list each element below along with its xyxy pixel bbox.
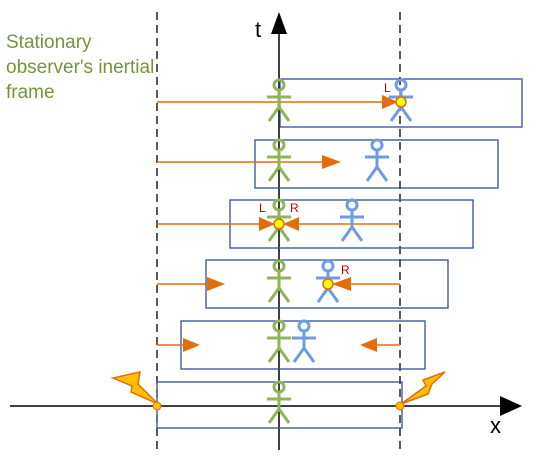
frame-label: Stationary observer's inertial frame bbox=[6, 32, 155, 103]
arrow-head-icon bbox=[382, 95, 398, 109]
arrow-head-icon bbox=[283, 217, 299, 231]
end-label-left: L bbox=[259, 201, 266, 215]
arrival-event-dot bbox=[273, 218, 285, 230]
x-axis-arrow-icon bbox=[500, 396, 522, 416]
t-axis-label: t bbox=[255, 17, 261, 42]
x-axis-label: x bbox=[490, 413, 501, 438]
stick-figure-icon bbox=[267, 259, 291, 303]
lightning-left bbox=[110, 371, 162, 411]
moving-observer-worldline bbox=[292, 78, 413, 363]
arrival-events bbox=[273, 96, 407, 290]
arrow-head-icon bbox=[207, 277, 225, 291]
end-label-right: R bbox=[290, 201, 299, 215]
arrival-event-dot bbox=[395, 96, 407, 108]
stick-figure-icon bbox=[365, 138, 389, 182]
lightning-bolt-icon bbox=[110, 371, 159, 405]
end-label-left: L bbox=[384, 81, 391, 95]
arrow-head-icon bbox=[183, 338, 200, 352]
strike-point bbox=[395, 401, 405, 411]
light-rays bbox=[157, 95, 400, 352]
train-boxes bbox=[156, 78, 523, 429]
arrival-event-dot bbox=[322, 278, 334, 290]
arrow-head-icon bbox=[332, 277, 351, 291]
stick-figure-icon bbox=[267, 78, 291, 122]
stick-figure-icon bbox=[267, 138, 291, 182]
stick-figure-icon bbox=[267, 380, 291, 424]
stick-figure-icon bbox=[340, 198, 364, 242]
stick-figure-icon bbox=[292, 319, 316, 363]
t-axis-arrow-icon bbox=[271, 12, 287, 34]
lightning-bolt-icon bbox=[400, 371, 446, 405]
arrow-head-icon bbox=[360, 338, 377, 352]
strike-point bbox=[152, 401, 162, 411]
stationary-observer-worldline bbox=[267, 78, 291, 424]
end-label-right: R bbox=[341, 263, 350, 277]
arrow-head-icon bbox=[259, 217, 275, 231]
arrow-head-icon bbox=[322, 155, 341, 169]
stick-figure-icon bbox=[267, 319, 291, 363]
lightning-right bbox=[395, 371, 446, 411]
stick-figure-icon bbox=[316, 259, 340, 303]
